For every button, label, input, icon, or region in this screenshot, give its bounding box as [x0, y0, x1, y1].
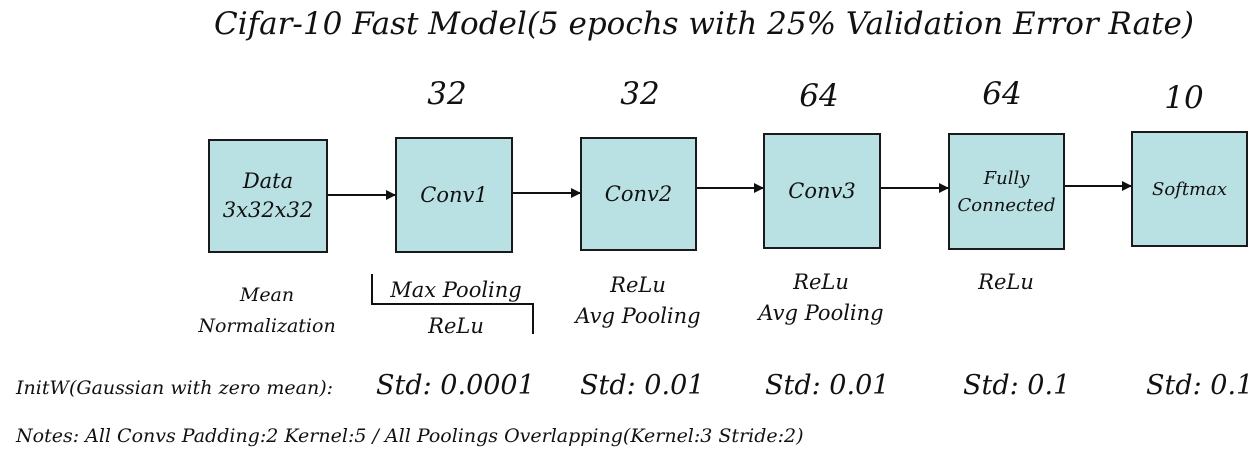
layer-conv3-label: Conv3	[788, 178, 856, 203]
initw-conv1: Std: 0.0001	[376, 370, 535, 401]
size-conv1: 32	[427, 76, 467, 112]
notes-text: Notes: All Convs Padding:2 Kernel:5 / Al…	[16, 425, 804, 447]
size-fc: 64	[982, 76, 1022, 112]
initw-conv2: Std: 0.01	[580, 370, 705, 401]
op-conv2-line1: ReLu	[610, 273, 666, 297]
op-data: Mean Normalization	[187, 280, 347, 342]
op-conv3-line1: ReLu	[793, 270, 849, 294]
op-conv1-line2: ReLu	[428, 314, 484, 338]
initw-label: InitW(Gaussian with zero mean):	[16, 377, 334, 399]
op-conv3: ReLu Avg Pooling	[741, 267, 901, 329]
layer-conv1-label: Conv1	[420, 182, 488, 207]
layer-fc-box: Fully Connected	[948, 133, 1065, 250]
op-fc-line1: ReLu	[978, 270, 1034, 294]
layer-data-label: Data	[242, 169, 294, 193]
conv1-op-bracket	[371, 274, 534, 334]
size-softmax: 10	[1164, 80, 1204, 116]
layer-conv1-box: Conv1	[395, 137, 513, 253]
initw-softmax: Std: 0.1	[1146, 370, 1254, 401]
layer-data-shape: 3x32x32	[222, 198, 314, 222]
op-conv2-line2: Avg Pooling	[575, 304, 701, 328]
op-conv1-line1: Max Pooling	[390, 278, 522, 302]
initw-fc: Std: 0.1	[963, 370, 1071, 401]
size-conv2: 32	[620, 76, 660, 112]
layer-conv2-box: Conv2	[580, 137, 697, 251]
op-conv2: ReLu Avg Pooling	[558, 270, 718, 332]
layer-softmax-label: Softmax	[1151, 178, 1227, 200]
layer-softmax-box: Softmax	[1131, 131, 1248, 247]
size-conv3: 64	[799, 78, 839, 114]
op-data-line1: Mean	[239, 284, 295, 306]
layer-fc-label-line1: Fully	[983, 167, 1030, 189]
op-conv1: Max Pooling ReLu	[376, 272, 536, 344]
diagram-title: Cifar-10 Fast Model(5 epochs with 25% Va…	[214, 6, 1194, 42]
layer-data-box: Data 3x32x32	[208, 139, 328, 253]
initw-conv3: Std: 0.01	[765, 370, 890, 401]
op-fc: ReLu	[926, 267, 1086, 298]
layer-fc-label-line2: Connected	[957, 194, 1056, 216]
op-data-line2: Normalization	[198, 315, 336, 337]
op-conv3-line2: Avg Pooling	[758, 301, 884, 325]
layer-conv3-box: Conv3	[763, 133, 881, 249]
layer-conv2-label: Conv2	[604, 181, 673, 206]
